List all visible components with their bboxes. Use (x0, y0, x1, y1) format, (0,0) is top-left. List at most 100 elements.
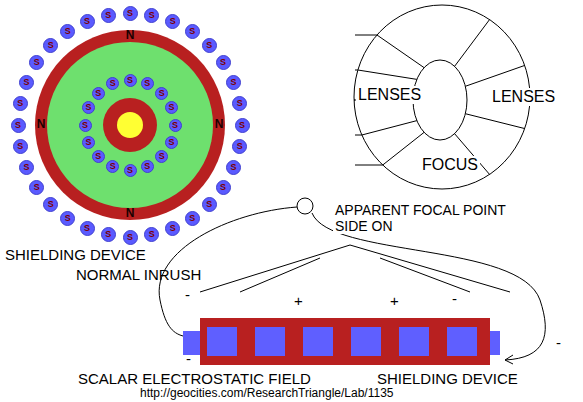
pole-letter: S (17, 142, 23, 151)
pole-letter: S (15, 121, 21, 130)
focus-label: FOCUS (420, 156, 480, 174)
device-label: SHIELDING DEVICE (377, 370, 518, 387)
charge-sign: - (452, 290, 457, 307)
blue-cell (207, 327, 237, 356)
charge-sign: - (556, 334, 561, 351)
pole-circle: S (43, 197, 58, 212)
pole-letter: S (239, 121, 245, 130)
pole-letter: S (34, 183, 40, 192)
pole-circle: S (141, 77, 154, 90)
green-field (47, 42, 213, 208)
blue-cell (255, 327, 285, 356)
pole-circle: S (155, 87, 168, 100)
pole-circle: S (226, 75, 241, 90)
charge-sign: - (186, 350, 191, 367)
pole-letter: S (172, 121, 178, 130)
pole-circle: S (101, 227, 116, 242)
pole-circle: S (235, 118, 250, 133)
pole-letter: S (105, 11, 111, 20)
blue-cell (447, 327, 477, 356)
device-label: SHIELDING DEVICE (5, 246, 146, 263)
pole-letter: S (65, 214, 71, 223)
pole-letter: S (84, 17, 90, 26)
pole-letter: S (170, 17, 176, 26)
pole-circle: S (60, 211, 75, 226)
field-label: SCALAR ELECTROSTATIC FIELD (78, 370, 311, 387)
pole-letter: S (144, 162, 150, 171)
pole-letter: S (82, 121, 88, 130)
pole-circle: S (226, 160, 241, 175)
pole-circle: S (80, 221, 95, 236)
pole-letter: S (65, 27, 71, 36)
lens-ray (455, 20, 490, 67)
pole-letter: S (170, 224, 176, 233)
pole-circle: S (144, 8, 159, 23)
charge-sign: + (294, 292, 303, 309)
pole-circle: S (232, 139, 247, 154)
blue-cell (399, 327, 429, 356)
pole-circle: S (155, 150, 168, 163)
pole-circle: S (124, 164, 137, 177)
pole-circle: S (101, 8, 116, 23)
pole-letter: S (230, 78, 236, 87)
pole-circle: S (144, 227, 159, 242)
lens-ray (465, 114, 524, 129)
pole-letter: S (48, 200, 54, 209)
pole-letter: S (110, 162, 116, 171)
pole-letter: S (206, 200, 212, 209)
pole-letter: S (230, 163, 236, 172)
pole-circle: S (123, 230, 138, 245)
pole-letter: S (159, 152, 165, 161)
pole-letter: S (169, 138, 175, 147)
pole-circle: S (92, 150, 105, 163)
lens-label: LENSES (356, 86, 423, 104)
charge-sign: + (390, 292, 399, 309)
pole-letter: S (159, 89, 165, 98)
pole-circle: S (19, 75, 34, 90)
pole-circle: S (13, 96, 28, 111)
pole-circle: S (29, 55, 44, 70)
lens-label: LENSES (490, 88, 557, 106)
pole-circle: S (82, 136, 95, 149)
pole-circle: S (106, 77, 119, 90)
pole-letter: S (85, 103, 91, 112)
pole-letter: S (220, 183, 226, 192)
pole-circle: S (123, 6, 138, 21)
lens-ray (465, 65, 524, 86)
url-watermark: http://geocities.com/ResearchTriangle/La… (140, 387, 393, 401)
caption-note: NORMAL INRUSH (76, 266, 201, 283)
pole-letter: S (84, 224, 90, 233)
pole-letter: S (95, 89, 101, 98)
pole-circle: S (80, 14, 95, 29)
pole-letter: S (127, 233, 133, 242)
field-lines (200, 245, 510, 292)
pole-letter: S (24, 163, 30, 172)
lens-ray (355, 121, 417, 135)
side-view (159, 198, 545, 365)
pole-circle: S (185, 211, 200, 226)
lens-ray (355, 132, 424, 165)
pole-circle: S (202, 197, 217, 212)
pole-circle: S (79, 119, 92, 132)
focal-point-circle (297, 198, 313, 214)
pole-circle: S (169, 119, 182, 132)
pole-letter: S (48, 41, 54, 50)
blue-cell (351, 327, 381, 356)
pole-letter: S (17, 99, 23, 108)
pole-circle: S (19, 160, 34, 175)
pole-circle: S (216, 55, 231, 70)
pole-letter: S (149, 11, 155, 20)
focal-point-label: APPARENT FOCAL POINT SIDE ON (333, 202, 522, 234)
lens-ray (355, 70, 417, 79)
pole-letter: S (237, 99, 243, 108)
pole-label: N (126, 207, 135, 221)
pole-circle: S (82, 101, 95, 114)
pole-letter: S (24, 78, 30, 87)
pole-circle: S (60, 24, 75, 39)
pole-letter: S (34, 58, 40, 67)
pole-circle: S (11, 118, 26, 133)
magnet-rings (35, 30, 225, 220)
arrow-tip (505, 355, 513, 364)
